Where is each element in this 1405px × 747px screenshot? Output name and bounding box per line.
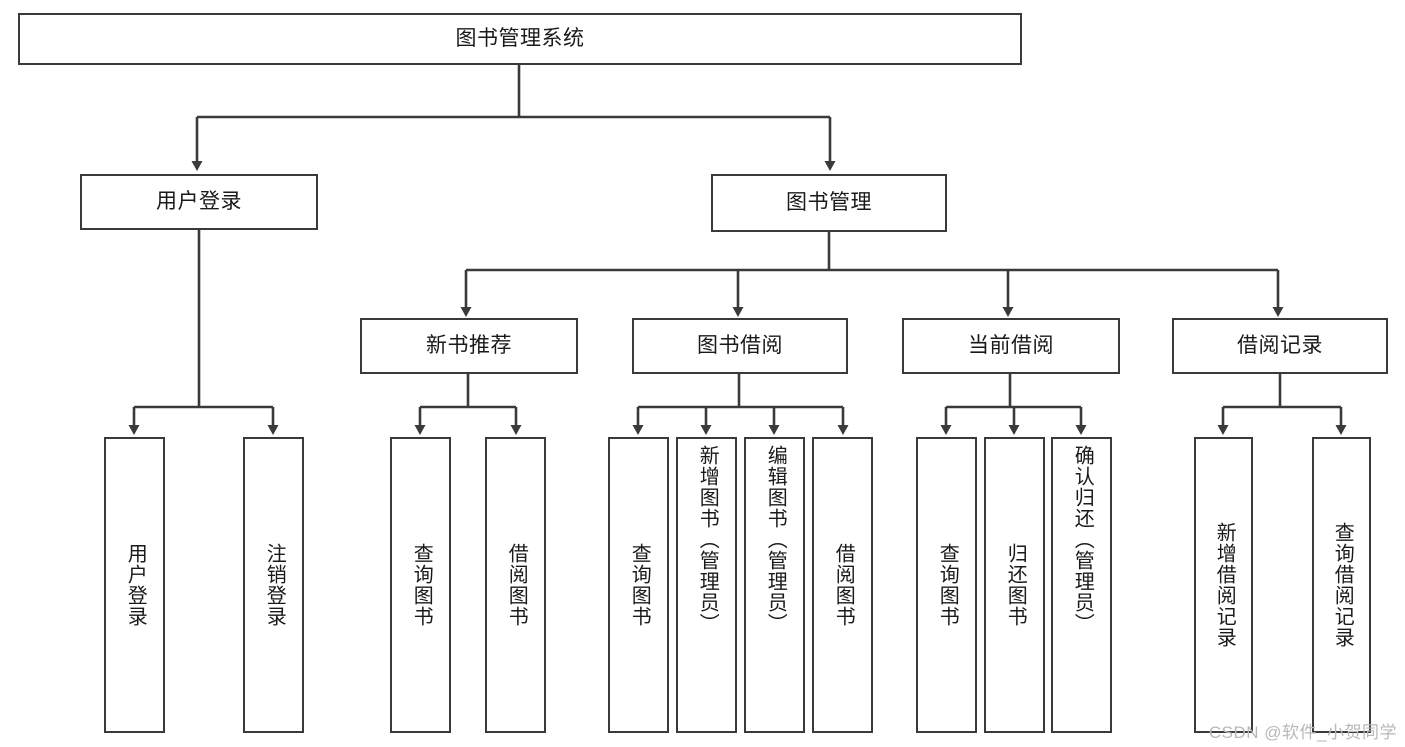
node-current-borrow[interactable]: 当前借阅 [902,318,1120,374]
node-leaf-query-book-1[interactable]: 查询图书 [390,437,451,733]
node-leaf-confirm-return-label: 确认归还（管理员） [1071,445,1094,634]
node-root[interactable]: 图书管理系统 [18,13,1022,65]
node-new-book-recommend-label: 新书推荐 [426,334,512,358]
node-leaf-query-record[interactable]: 查询借阅记录 [1312,437,1371,733]
node-user-login-label: 用户登录 [156,190,242,214]
node-user-login[interactable]: 用户登录 [80,174,318,230]
node-leaf-query-record-label: 查询借阅记录 [1331,522,1354,648]
node-leaf-query-book-2-label: 查询图书 [628,543,651,627]
node-leaf-return-book-label: 归还图书 [1004,543,1027,627]
node-leaf-logout-login-label: 注销登录 [263,543,286,627]
node-leaf-add-record-label: 新增借阅记录 [1213,522,1236,648]
node-book-manage-label: 图书管理 [786,191,872,215]
csdn-watermark: CSDN @软件_小贺同学 [1208,723,1397,742]
node-leaf-edit-book-label: 编辑图书（管理员） [764,445,787,634]
node-leaf-query-book-3[interactable]: 查询图书 [916,437,977,733]
node-leaf-add-book[interactable]: 新增图书（管理员） [676,437,737,733]
node-leaf-query-book-3-label: 查询图书 [936,543,959,627]
node-leaf-add-record[interactable]: 新增借阅记录 [1194,437,1253,733]
node-leaf-query-book-1-label: 查询图书 [410,543,433,627]
node-new-book-recommend[interactable]: 新书推荐 [360,318,578,374]
node-leaf-add-book-label: 新增图书（管理员） [696,445,719,634]
node-leaf-confirm-return[interactable]: 确认归还（管理员） [1051,437,1112,733]
node-leaf-user-login[interactable]: 用户登录 [104,437,165,733]
node-borrow-record-label: 借阅记录 [1237,334,1323,358]
node-leaf-borrow-book-2[interactable]: 借阅图书 [812,437,873,733]
node-book-borrow[interactable]: 图书借阅 [632,318,848,374]
node-leaf-borrow-book-1[interactable]: 借阅图书 [485,437,546,733]
node-book-manage[interactable]: 图书管理 [711,174,947,232]
node-leaf-borrow-book-2-label: 借阅图书 [832,543,855,627]
node-leaf-query-book-2[interactable]: 查询图书 [608,437,669,733]
node-leaf-edit-book[interactable]: 编辑图书（管理员） [744,437,805,733]
node-leaf-logout-login[interactable]: 注销登录 [243,437,304,733]
node-book-borrow-label: 图书借阅 [697,334,783,358]
node-borrow-record[interactable]: 借阅记录 [1172,318,1388,374]
node-leaf-borrow-book-1-label: 借阅图书 [505,543,528,627]
node-root-label: 图书管理系统 [455,27,585,51]
node-leaf-return-book[interactable]: 归还图书 [984,437,1045,733]
node-current-borrow-label: 当前借阅 [968,334,1054,358]
node-leaf-user-login-label: 用户登录 [124,543,147,627]
